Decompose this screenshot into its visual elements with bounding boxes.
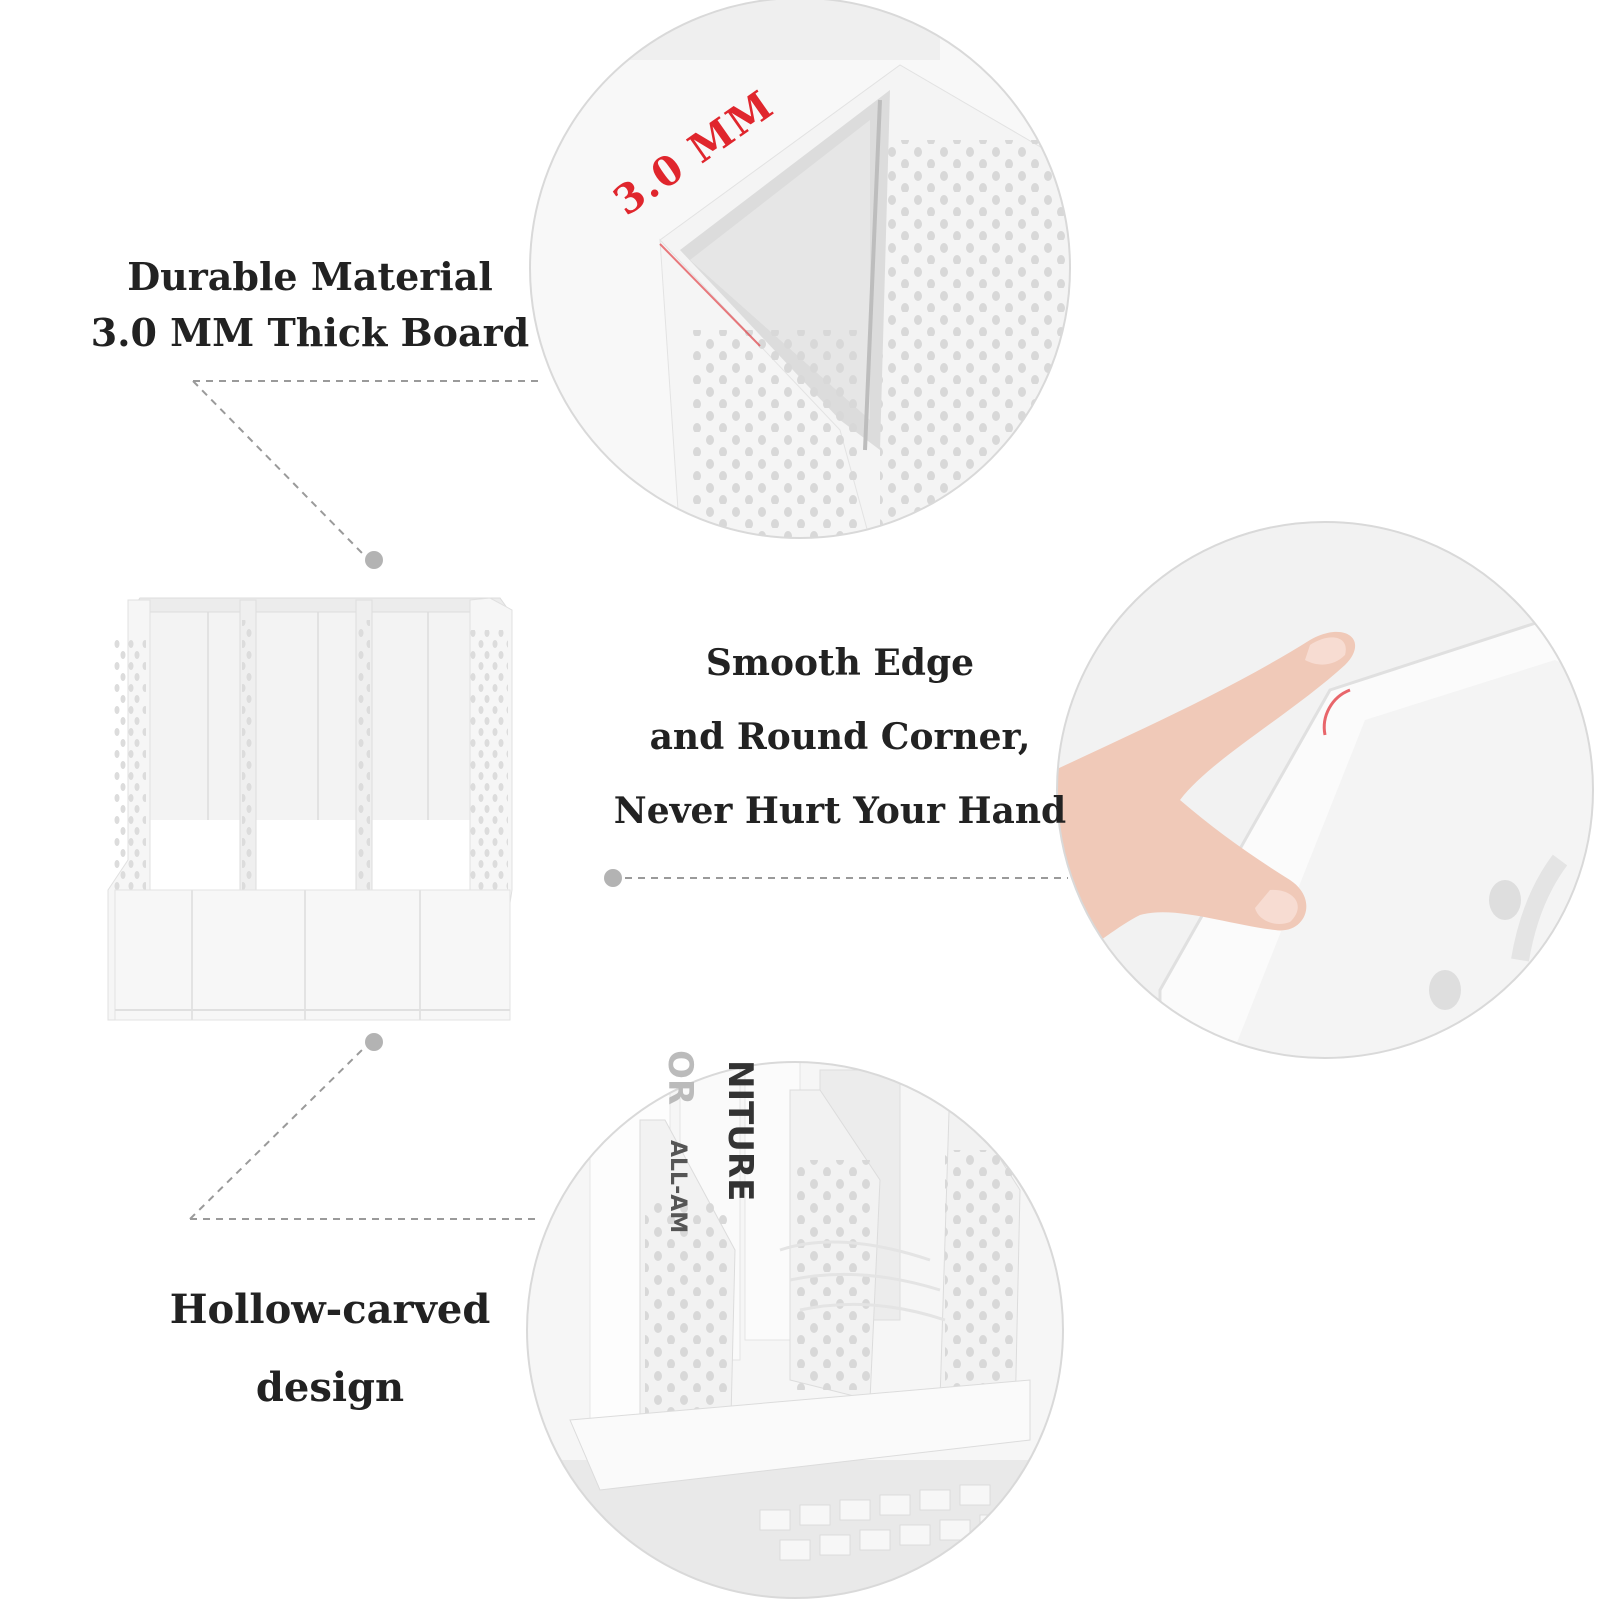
book-title-1: NITURE xyxy=(720,1060,760,1202)
photo-smooth-edge xyxy=(1057,522,1593,1058)
book-title-3: OR xyxy=(660,1050,700,1106)
book-title-2: ALL-AM xyxy=(665,1140,690,1234)
feature-edge-label: Smooth Edge and Round Corner, Never Hurt… xyxy=(600,645,1080,829)
product-file-holder xyxy=(107,597,513,1021)
photo-hollow-design xyxy=(527,1062,1063,1598)
connector-design xyxy=(189,1049,540,1220)
feature-edge-line1: Smooth Edge xyxy=(705,642,975,684)
feature-material-line2: 3.0 MM Thick Board xyxy=(90,310,530,355)
feature-design-label: Hollow-carved design xyxy=(130,1290,530,1408)
connector-dot-middle xyxy=(604,869,622,887)
connector-dot-top xyxy=(365,551,383,569)
feature-material-label: Durable Material 3.0 MM Thick Board xyxy=(90,258,530,352)
connector-material xyxy=(192,380,540,554)
feature-edge-line3: Never Hurt Your Hand xyxy=(613,790,1067,832)
connector-dot-bottom xyxy=(365,1033,383,1051)
feature-edge-line2: and Round Corner, xyxy=(649,716,1031,758)
feature-material-line1: Durable Material xyxy=(127,254,493,299)
feature-design-line2: design xyxy=(255,1364,405,1411)
photo-thickness-closeup xyxy=(530,0,1070,538)
feature-design-line1: Hollow-carved xyxy=(169,1286,491,1333)
